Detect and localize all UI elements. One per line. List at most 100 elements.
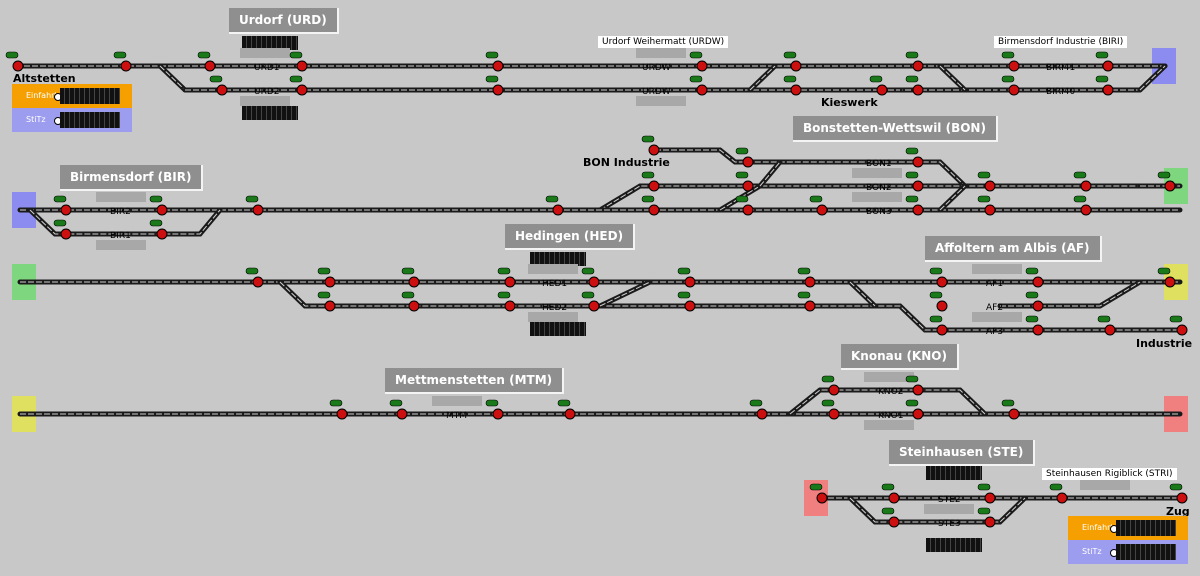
signal-light[interactable] <box>12 60 24 72</box>
signal-light[interactable] <box>1102 84 1114 96</box>
signal-aspect-indicator <box>905 375 919 383</box>
signal-aspect-indicator <box>677 291 691 299</box>
track-segment-dash <box>939 65 966 91</box>
signal-light[interactable] <box>912 384 924 396</box>
signal-aspect-indicator <box>905 171 919 179</box>
signal-light[interactable] <box>296 84 308 96</box>
signal-light[interactable] <box>742 180 754 192</box>
signal-light[interactable] <box>888 516 900 528</box>
signal-light[interactable] <box>936 324 948 336</box>
signal-light[interactable] <box>120 60 132 72</box>
signal-light[interactable] <box>742 204 754 216</box>
signal-light[interactable] <box>1164 180 1176 192</box>
signal-light[interactable] <box>816 204 828 216</box>
signal-aspect-indicator <box>1073 195 1087 203</box>
signal-light[interactable] <box>336 408 348 420</box>
signal-light[interactable] <box>828 408 840 420</box>
signal-light[interactable] <box>684 276 696 288</box>
signal-light[interactable] <box>1032 300 1044 312</box>
signal-aspect-indicator <box>1025 267 1039 275</box>
signal-light[interactable] <box>816 492 828 504</box>
signal-light[interactable] <box>936 300 948 312</box>
signal-light[interactable] <box>588 300 600 312</box>
track-segment-dash <box>655 149 966 187</box>
signal-light[interactable] <box>324 276 336 288</box>
signal-light[interactable] <box>790 60 802 72</box>
signal-light[interactable] <box>648 204 660 216</box>
signal-light[interactable] <box>60 228 72 240</box>
signal-light[interactable] <box>696 60 708 72</box>
stitz-label: StiTz <box>1082 547 1102 556</box>
einfahrt-label: Einfahrt <box>1082 523 1114 532</box>
track-label-urdw1: URDW <box>642 63 671 73</box>
signal-aspect-indicator <box>557 399 571 407</box>
signal-light[interactable] <box>156 228 168 240</box>
signal-light[interactable] <box>912 84 924 96</box>
signal-light[interactable] <box>504 300 516 312</box>
signal-light[interactable] <box>742 156 754 168</box>
signal-light[interactable] <box>492 408 504 420</box>
signal-light[interactable] <box>492 84 504 96</box>
signal-light[interactable] <box>1176 324 1188 336</box>
signal-light[interactable] <box>1104 324 1116 336</box>
signal-light[interactable] <box>552 204 564 216</box>
signal-light[interactable] <box>912 180 924 192</box>
signal-light[interactable] <box>828 384 840 396</box>
signal-light[interactable] <box>1008 60 1020 72</box>
signal-light[interactable] <box>984 516 996 528</box>
signal-light[interactable] <box>396 408 408 420</box>
track-segment-dash <box>849 497 1026 523</box>
track-segment-dash <box>849 281 876 307</box>
signal-light[interactable] <box>790 84 802 96</box>
signal-light[interactable] <box>984 492 996 504</box>
signal-light[interactable] <box>912 156 924 168</box>
signal-light[interactable] <box>648 144 660 156</box>
einfahrt-counter <box>1116 520 1176 536</box>
signal-light[interactable] <box>324 300 336 312</box>
signal-light[interactable] <box>588 276 600 288</box>
signal-light[interactable] <box>648 180 660 192</box>
signal-light[interactable] <box>1080 180 1092 192</box>
signal-light[interactable] <box>912 408 924 420</box>
signal-light[interactable] <box>912 204 924 216</box>
signal-light[interactable] <box>60 204 72 216</box>
track-segment-dash <box>159 65 186 91</box>
signal-light[interactable] <box>252 276 264 288</box>
signal-light[interactable] <box>1080 204 1092 216</box>
signal-light[interactable] <box>876 84 888 96</box>
signal-light[interactable] <box>1008 84 1020 96</box>
platform-block <box>636 48 686 58</box>
signal-aspect-indicator <box>149 219 163 227</box>
track-label-bon3: BON3 <box>866 207 892 217</box>
signal-light[interactable] <box>696 84 708 96</box>
platform-block <box>528 264 578 274</box>
signal-light[interactable] <box>296 60 308 72</box>
signal-light[interactable] <box>1164 276 1176 288</box>
signal-aspect-indicator <box>735 171 749 179</box>
signal-light[interactable] <box>1032 276 1044 288</box>
signal-light[interactable] <box>1032 324 1044 336</box>
signal-light[interactable] <box>804 276 816 288</box>
signal-light[interactable] <box>912 60 924 72</box>
signal-light[interactable] <box>216 84 228 96</box>
signal-light[interactable] <box>684 300 696 312</box>
signal-light[interactable] <box>204 60 216 72</box>
signal-light[interactable] <box>756 408 768 420</box>
signal-aspect-indicator <box>905 399 919 407</box>
signal-light[interactable] <box>408 300 420 312</box>
signal-light[interactable] <box>1056 492 1068 504</box>
signal-light[interactable] <box>492 60 504 72</box>
signal-light[interactable] <box>984 204 996 216</box>
signal-light[interactable] <box>804 300 816 312</box>
signal-light[interactable] <box>1008 408 1020 420</box>
signal-light[interactable] <box>1102 60 1114 72</box>
signal-light[interactable] <box>252 204 264 216</box>
signal-light[interactable] <box>156 204 168 216</box>
signal-light[interactable] <box>504 276 516 288</box>
signal-light[interactable] <box>936 276 948 288</box>
signal-light[interactable] <box>1176 492 1188 504</box>
signal-light[interactable] <box>984 180 996 192</box>
signal-light[interactable] <box>888 492 900 504</box>
signal-light[interactable] <box>408 276 420 288</box>
signal-light[interactable] <box>564 408 576 420</box>
